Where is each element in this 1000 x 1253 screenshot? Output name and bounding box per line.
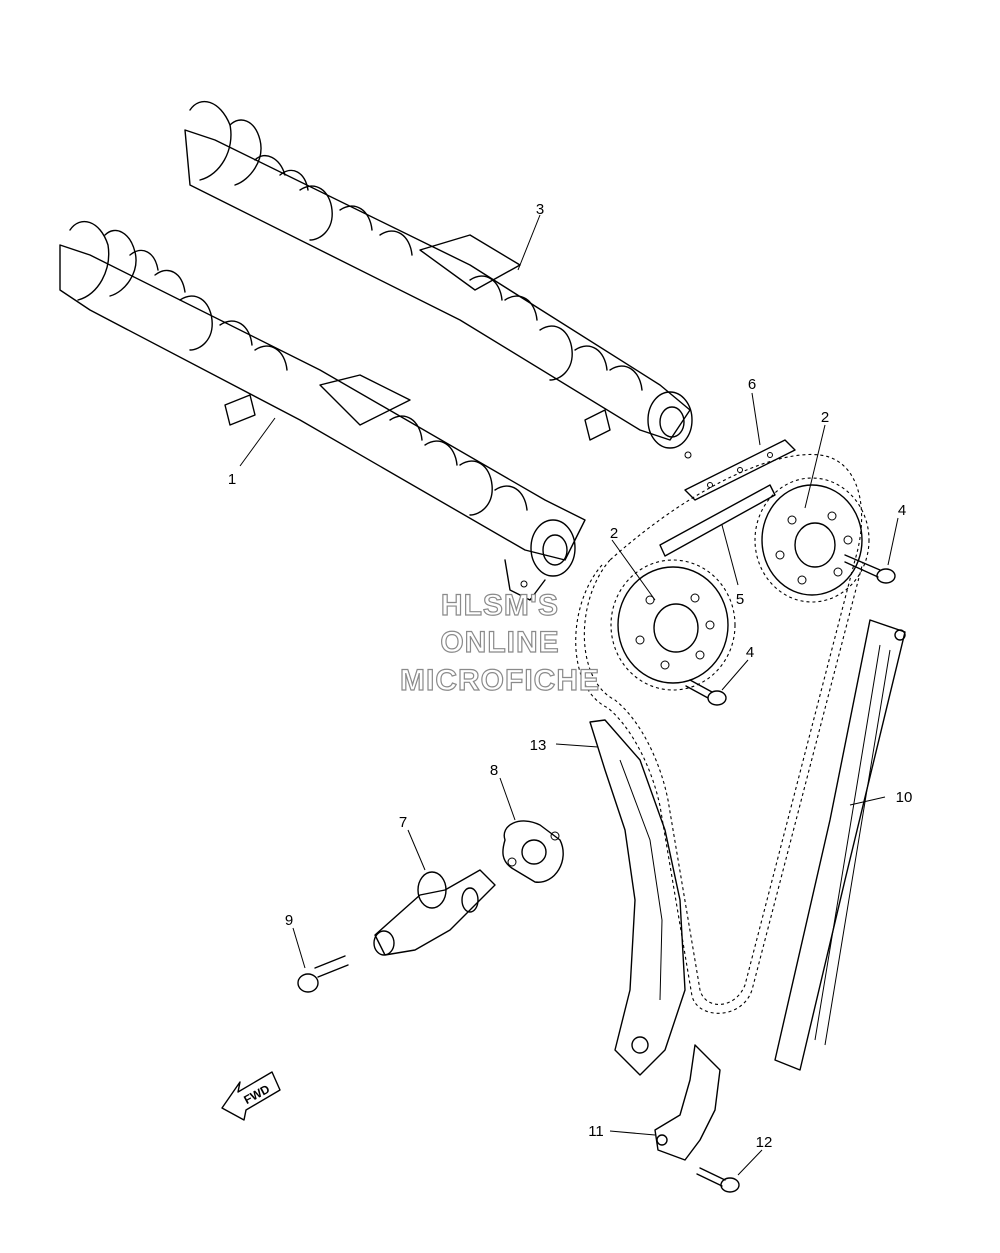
callout-7: 7: [399, 814, 407, 831]
forward-direction-arrow: FWD: [221, 1071, 281, 1121]
cam-sprocket-left: [610, 559, 736, 691]
callout-10: 10: [896, 789, 913, 806]
callout-9: 9: [285, 912, 293, 929]
watermark-line-1: HLSM'S: [441, 589, 559, 622]
watermark-line-3: MICROFICHE: [400, 664, 600, 697]
callout-12: 12: [756, 1134, 773, 1151]
callout-3: 3: [536, 201, 544, 218]
tensioner-bolt: [297, 955, 349, 993]
callout-4-right: 4: [898, 502, 906, 519]
watermark: HLSM'S ONLINE MICROFICHE: [399, 588, 600, 697]
bracket-bolt: [696, 1167, 740, 1193]
callout-8: 8: [490, 762, 498, 779]
sprocket-bolt-left: [685, 679, 727, 706]
callout-13: 13: [530, 737, 547, 754]
camshaft-intake: [59, 220, 586, 601]
watermark-line-2: ONLINE: [440, 626, 559, 659]
camshaft-exhaust: [184, 100, 693, 459]
chain-tensioner-guide: [589, 719, 686, 1076]
tensioner-gasket: [502, 820, 564, 883]
callout-4-left: 4: [746, 644, 754, 661]
callout-5: 5: [736, 591, 744, 608]
timing-chain: [575, 453, 864, 1014]
cam-sprocket-right: [754, 477, 870, 603]
chain-guide-rear: [774, 619, 906, 1071]
chain-tensioner: [373, 869, 496, 956]
chain-guide-top: [684, 439, 796, 501]
callout-2-right: 2: [821, 409, 829, 426]
tensioner-bracket: [654, 1044, 721, 1161]
callout-1: 1: [228, 471, 236, 488]
callout-2-left: 2: [610, 525, 618, 542]
callout-6: 6: [748, 376, 756, 393]
callout-11: 11: [588, 1123, 604, 1140]
leader-lines: [239, 214, 899, 1176]
sprocket-bolt-right: [844, 554, 896, 584]
callout-numbers: 1 2 2 3 4 4 5 6 7 8 9 10 11 12 13: [228, 201, 913, 1151]
